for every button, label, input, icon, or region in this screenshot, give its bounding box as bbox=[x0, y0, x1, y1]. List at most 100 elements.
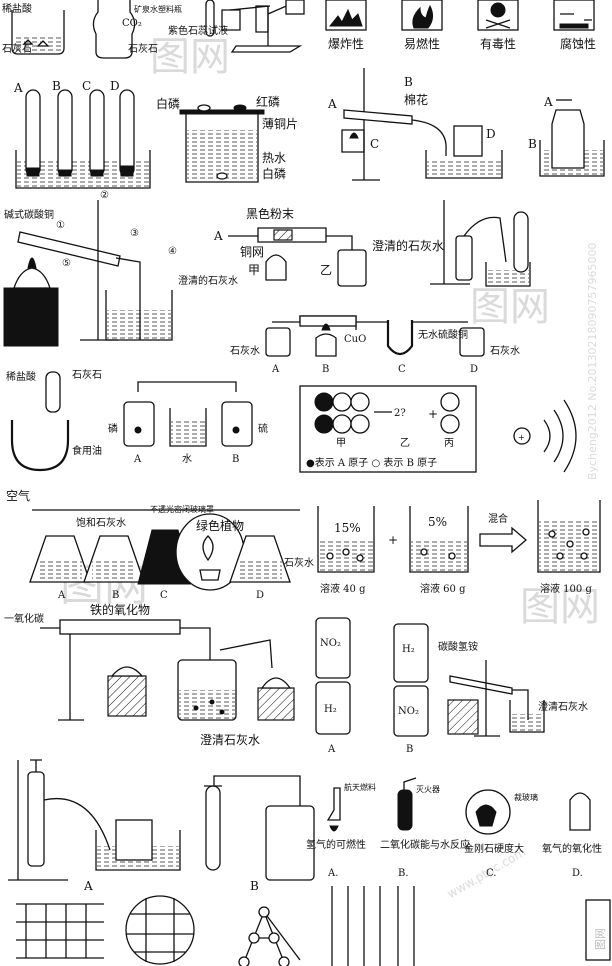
label-phosphorus: 磷 bbox=[108, 422, 118, 435]
train-label-c: C bbox=[398, 364, 406, 375]
watermark-corner-logo: 图网 bbox=[594, 928, 607, 950]
label-white-phosphorus: 白磷 bbox=[156, 96, 180, 111]
label-limewater-4: 石灰水 bbox=[490, 344, 520, 357]
label-hcl: 稀盐酸 bbox=[2, 2, 32, 15]
label-explosive: 爆炸性 bbox=[328, 37, 364, 51]
caption-d: 氧气的氧化性 bbox=[542, 842, 602, 855]
pct-15: 15% bbox=[334, 521, 361, 535]
label-cooking-oil: 食用油 bbox=[72, 444, 102, 457]
photo-label-b: B bbox=[112, 590, 119, 601]
label-limestone-2: 石灰石 bbox=[128, 42, 158, 55]
option-b: B. bbox=[398, 868, 409, 879]
label-hot-water: 热水 bbox=[262, 151, 286, 165]
graphite-lattice bbox=[16, 903, 104, 959]
label-limewater-e: 澄清石灰水 bbox=[200, 732, 260, 747]
jar-a-no2: NO₂ bbox=[320, 638, 341, 649]
molecule-reaction-box: 2? + 甲 乙 丙 ●表示 A 原子 ○ 表示 B 原子 bbox=[299, 385, 477, 473]
photo-label-d: D bbox=[256, 590, 264, 601]
label-limestone: 石灰石 bbox=[2, 42, 32, 55]
num-1: ① bbox=[56, 220, 65, 231]
tube-label-b: B bbox=[52, 79, 61, 93]
label-air: 空气 bbox=[6, 488, 30, 503]
gas-property-examples: 航天燃料 氢气的可燃性 A. 灭火器 二氧化碳能与水反应 B. 裁玻璃 金刚石硬… bbox=[306, 777, 602, 879]
label-red-phosphorus: 红磷 bbox=[256, 94, 280, 109]
phosphorus-sulfur-bottles: 磷 硫 A 水 B bbox=[108, 381, 268, 465]
jar-b-h2: H₂ bbox=[402, 644, 415, 655]
photo-label-c: C bbox=[160, 590, 168, 601]
label-jia: 甲 bbox=[248, 263, 260, 277]
label-limestone-v: 石灰石 bbox=[72, 368, 102, 381]
bottle-b: B bbox=[232, 454, 239, 465]
burette-and-trough bbox=[8, 759, 181, 881]
u-tube-apparatus: 稀盐酸 石灰石 食用油 bbox=[6, 368, 102, 472]
test-tube-d bbox=[119, 89, 135, 177]
train-label-d: D bbox=[470, 364, 478, 375]
struct-label-b: B bbox=[250, 879, 259, 893]
label-sol-100: 溶液 100 g bbox=[540, 582, 592, 595]
carbon-reduction-apparatus: 黑色粉末 A 铜网 甲 乙 澄清的石灰水 bbox=[213, 207, 444, 287]
option-c: C. bbox=[486, 868, 496, 879]
label-co2: CO₂ bbox=[122, 18, 142, 29]
watermark-side-text: Bycheng2012 No.20130218090757965000 bbox=[586, 242, 599, 480]
label-limewater-1: 澄清的石灰水 bbox=[178, 274, 238, 287]
photosynthesis-apparatus: 空气 饱和石灰水 不透光密闭玻璃罩 绿色植物 石灰水 A B C D bbox=[6, 488, 314, 601]
cuo-reduction-train: CuO 无水硫酸铜 石灰水 石灰水 A B C D bbox=[230, 315, 520, 375]
label-cut-glass: 裁玻璃 bbox=[514, 792, 538, 802]
label-limewater-f: 澄清石灰水 bbox=[538, 700, 588, 713]
label-sol-60: 溶液 60 g bbox=[420, 582, 466, 595]
caption-a: 氢气的可燃性 bbox=[306, 838, 366, 851]
pct-5: 5% bbox=[428, 515, 447, 529]
label-corrosive: 腐蚀性 bbox=[560, 36, 596, 51]
mol-yi: 乙 bbox=[400, 437, 410, 449]
watermark-logo-corner: 图网 bbox=[585, 899, 611, 961]
label-litmus: 紫色石蕊试液 bbox=[168, 24, 228, 37]
tube-label-c: C bbox=[82, 79, 91, 93]
label-cuo: CuO bbox=[344, 334, 366, 345]
label-limewater-d: 石灰水 bbox=[284, 556, 314, 569]
label-water: 水 bbox=[182, 453, 192, 465]
watermark-logo: 图网 bbox=[520, 584, 600, 630]
label-mix: 混合 bbox=[488, 512, 508, 525]
label-black-powder: 黑色粉末 bbox=[246, 207, 294, 221]
atom-plus: + bbox=[518, 433, 525, 442]
co2-generation-apparatus: 稀盐酸 石灰石 矿泉水塑料瓶 CO₂ 石灰石 bbox=[2, 0, 182, 59]
label-limewater-2: 澄清的石灰水 bbox=[372, 238, 444, 253]
label-sol-40: 溶液 40 g bbox=[320, 582, 366, 595]
bottle-in-beaker: A B bbox=[528, 95, 605, 177]
diamond-lattice bbox=[238, 906, 301, 966]
basic-copper-carbonate-decomposition: 碱式碳酸铜 ① ② ③ ④ ⑤ 澄清的石灰水 bbox=[3, 190, 238, 347]
phosphorus-combustion-beaker: 白磷 红磷 薄铜片 热水 白磷 bbox=[156, 94, 298, 183]
carbon-structures: A B bbox=[16, 879, 415, 966]
label-iron-oxide: 铁的氧化物 bbox=[90, 602, 150, 617]
train-label-a: A bbox=[271, 364, 280, 375]
jar-b-no2: NO₂ bbox=[398, 706, 419, 717]
iron-oxide-reduction: 一氧化碳 铁的氧化物 澄清石灰水 bbox=[4, 602, 295, 747]
num-5: ⑤ bbox=[62, 258, 71, 269]
litmus-apparatus: 紫色石蕊试液 bbox=[168, 0, 305, 53]
num-2: ② bbox=[100, 190, 109, 201]
caption-c: 金刚石硬度大 bbox=[464, 842, 524, 855]
label-opaque-jar: 不透光密闭玻璃罩 bbox=[150, 504, 214, 514]
bottle-a: A bbox=[133, 454, 142, 465]
hazard-symbols: 爆炸性 易燃性 有毒性 腐蚀性 bbox=[325, 0, 596, 51]
atom-structure-diagram: + bbox=[513, 399, 577, 473]
label-sat-limewater: 饱和石灰水 bbox=[76, 516, 126, 529]
watermark-logo: 图网 bbox=[150, 34, 230, 80]
arrow-label-a: A bbox=[213, 229, 223, 243]
label-hcl-v: 稀盐酸 bbox=[6, 370, 36, 383]
bottle-label-a: A bbox=[543, 95, 553, 109]
label-extinguisher: 灭火器 bbox=[416, 785, 440, 794]
label-toxic: 有毒性 bbox=[480, 37, 516, 51]
label-copper-mesh: 铜网 bbox=[240, 244, 264, 259]
option-d: D. bbox=[572, 868, 583, 879]
label-basic-cuco3: 碱式碳酸铜 bbox=[4, 208, 54, 221]
test-tube-c bbox=[89, 89, 105, 177]
watermark-logo: 图网 bbox=[470, 284, 550, 330]
label-cotton: 棉花 bbox=[404, 92, 428, 107]
jar-a-h2: H₂ bbox=[324, 704, 337, 715]
test-tubes-in-trough: A B C D bbox=[13, 79, 151, 189]
label-anhydrous-cuso4: 无水硫酸铜 bbox=[418, 328, 468, 341]
tube-label-a: A bbox=[13, 81, 23, 95]
label-yi: 乙 bbox=[320, 263, 332, 277]
kmno4-label-b: B bbox=[404, 75, 413, 89]
